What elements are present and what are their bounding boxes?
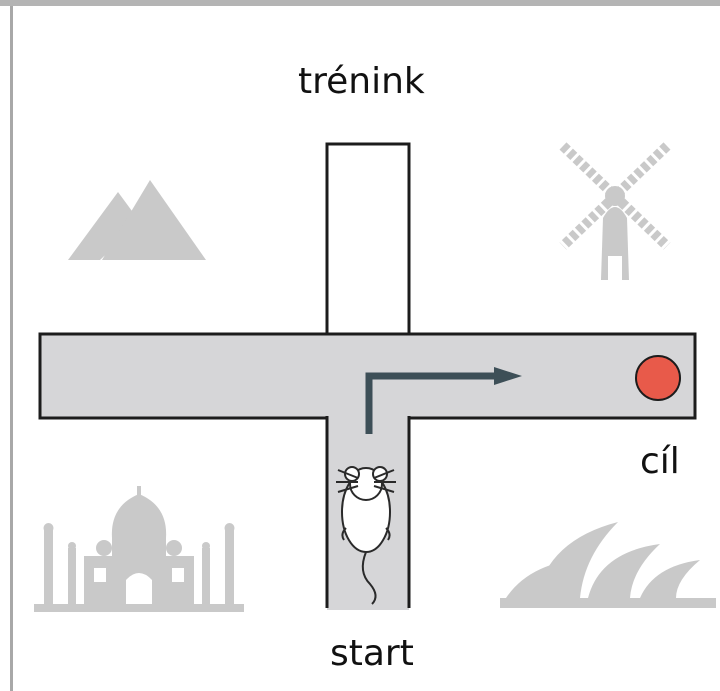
- label-goal: cíl: [640, 441, 680, 482]
- training-arm: [325, 142, 411, 346]
- frame-left-border: [10, 6, 13, 691]
- label-start: start: [330, 633, 414, 674]
- opera-house-icon: [500, 522, 716, 608]
- windmill-icon: [559, 142, 671, 280]
- frame-top-border: [0, 0, 720, 6]
- mouse-icon: [336, 466, 396, 605]
- goal-dot: [635, 355, 681, 401]
- mountain-icon: [68, 180, 206, 260]
- route-arrow: [365, 367, 522, 434]
- taj-mahal-icon: [34, 486, 244, 612]
- label-training: trénink: [298, 61, 425, 102]
